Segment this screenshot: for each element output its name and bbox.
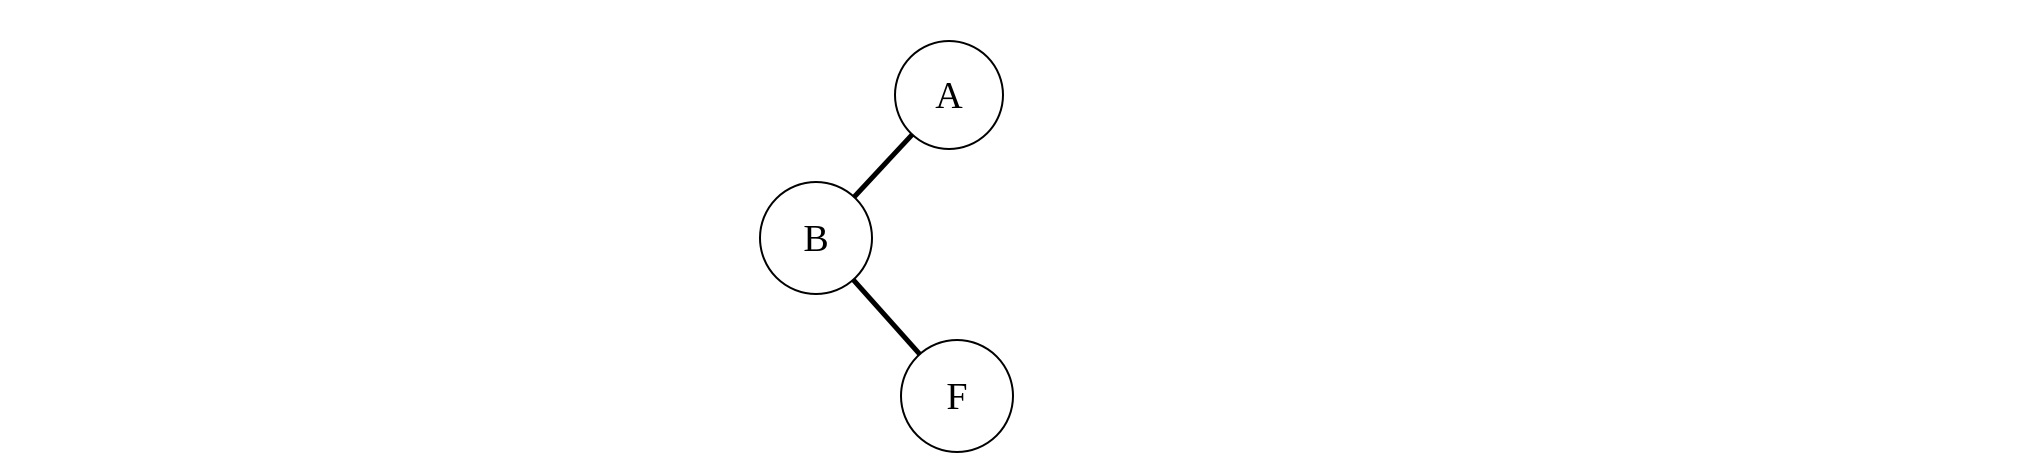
node-layer: A B F	[759, 40, 1014, 453]
graph-node-label-b: B	[803, 218, 828, 260]
graph-edge-b-a[interactable]	[852, 132, 915, 199]
edge-layer	[851, 132, 922, 356]
graph-edge-b-f[interactable]	[851, 278, 922, 356]
graph-node-label-f: F	[946, 376, 967, 418]
graph-node-circle-b[interactable]	[759, 181, 873, 295]
graph-node-f[interactable]: F	[900, 339, 1014, 453]
graph-node-a[interactable]: A	[894, 40, 1004, 150]
graph-node-b[interactable]: B	[759, 181, 873, 295]
graph-node-label-a: A	[935, 75, 963, 117]
graph-node-circle-f[interactable]	[900, 339, 1014, 453]
graph-node-circle-a[interactable]	[894, 40, 1004, 150]
